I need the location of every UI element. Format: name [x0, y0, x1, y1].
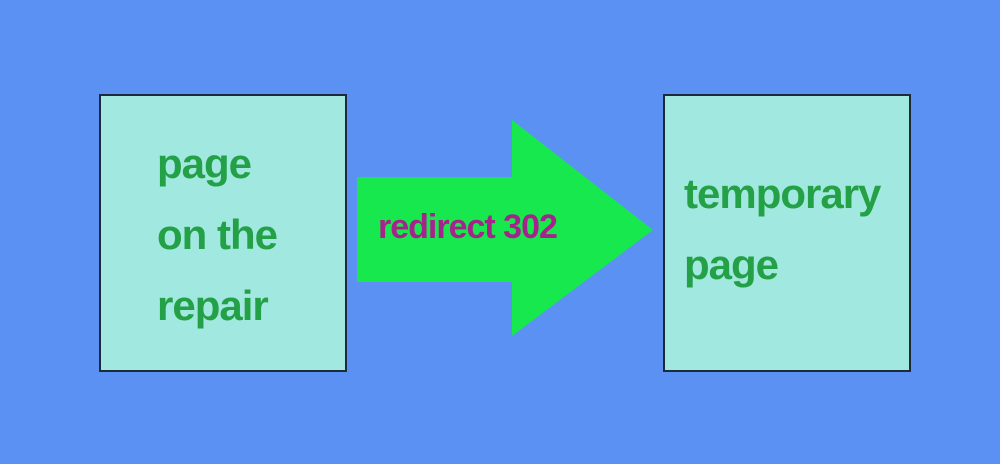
source-page-box: page on the repair [99, 94, 347, 372]
redirect-arrow-shape [357, 120, 653, 336]
target-page-box: temporary page [663, 94, 911, 372]
redirect-arrow [357, 120, 653, 336]
redirect-label: redirect 302 [378, 208, 558, 246]
source-page-label: page on the repair [157, 140, 278, 329]
target-page-label: temporary page [684, 170, 881, 288]
